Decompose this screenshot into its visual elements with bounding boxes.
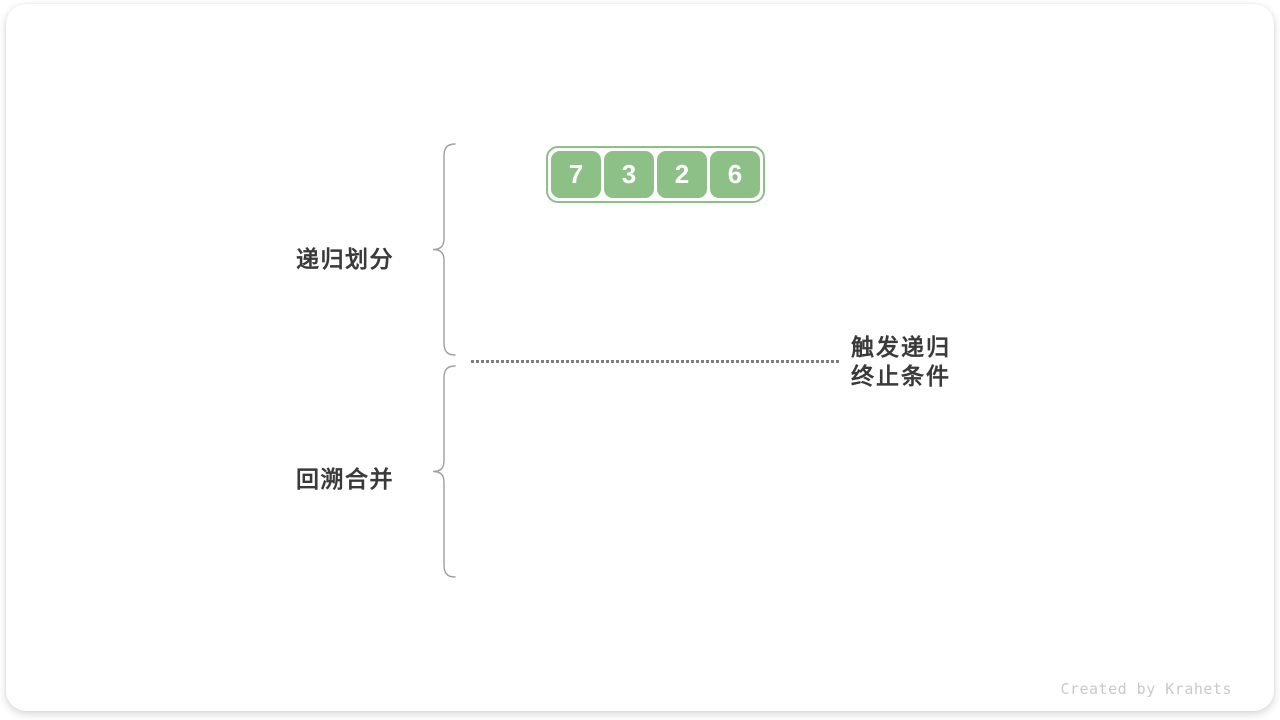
termination-dotted-line bbox=[471, 360, 839, 363]
termination-label-line1: 触发递归 bbox=[851, 334, 951, 360]
phase-label-divide: 递归划分 bbox=[296, 246, 394, 272]
canvas-card: 7 3 2 6 递归划分 回溯合并 触发递归 终止条件 Created by K… bbox=[6, 4, 1274, 711]
watermark-credit: Created by Krahets bbox=[1060, 680, 1232, 698]
termination-label-line2: 终止条件 bbox=[851, 363, 951, 389]
array-cell: 3 bbox=[604, 151, 654, 198]
phase-label-merge: 回溯合并 bbox=[296, 466, 394, 492]
termination-label: 触发递归 终止条件 bbox=[851, 333, 951, 391]
brace-merge-icon bbox=[432, 365, 456, 578]
array-cell: 2 bbox=[657, 151, 707, 198]
array-cell: 7 bbox=[551, 151, 601, 198]
brace-divide-icon bbox=[432, 143, 456, 356]
array-container: 7 3 2 6 bbox=[546, 146, 765, 203]
array-cell: 6 bbox=[710, 151, 760, 198]
